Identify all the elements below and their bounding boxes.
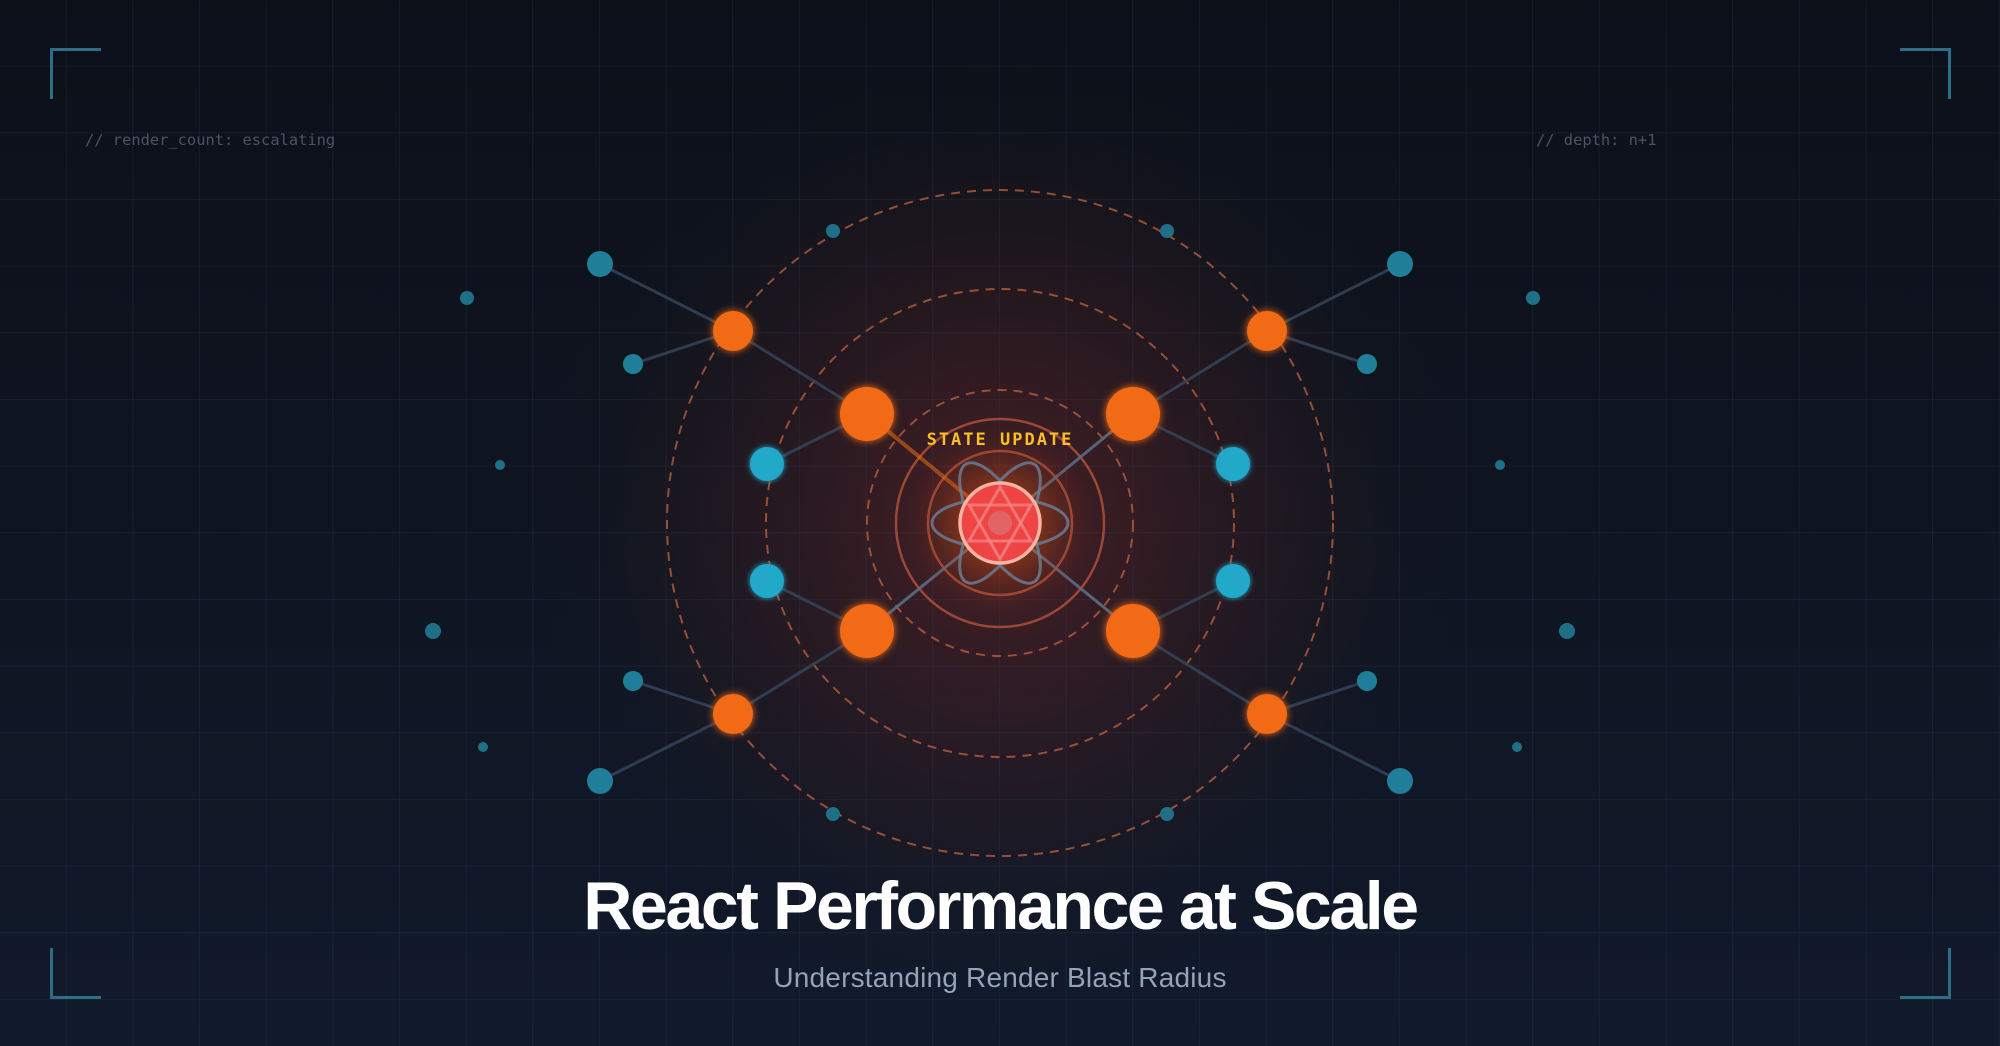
orange-node: [713, 311, 753, 351]
blast-radius-rings: [666, 189, 1334, 857]
orange-node: [713, 694, 753, 734]
orange-node: [840, 387, 894, 441]
blue-node: [1357, 671, 1377, 691]
blue-node: [623, 354, 643, 374]
corner-bracket-top-left: [50, 48, 101, 99]
floating-dots: [425, 224, 1575, 821]
blue-node: [1357, 354, 1377, 374]
code-comment-render-count: // render_count: escalating: [85, 131, 336, 149]
page-title: React Performance at Scale: [583, 868, 1419, 944]
orange-node: [1247, 311, 1287, 351]
page-subtitle: Understanding Render Blast Radius: [773, 962, 1227, 993]
solid-ring-outer: [894, 417, 1106, 629]
blue-node: [587, 768, 613, 794]
orange-node: [1247, 694, 1287, 734]
blue-node: [587, 251, 613, 277]
inner-dashed-ring: [866, 389, 1134, 657]
state-update-core-node: [958, 481, 1042, 565]
blue-node: [1216, 447, 1250, 481]
blue-node: [1387, 768, 1413, 794]
blue-node: [623, 671, 643, 691]
blue-nodes-outer: [587, 251, 1413, 794]
blue-node: [750, 447, 784, 481]
orange-node: [1106, 604, 1160, 658]
blue-node: [1216, 564, 1250, 598]
blue-node: [750, 564, 784, 598]
orange-rerender-nodes: [713, 311, 1287, 734]
blue-nodes-inner: [750, 447, 1250, 598]
middle-dashed-ring: [765, 288, 1235, 758]
orange-node: [1106, 387, 1160, 441]
corner-bracket-top-right: [1900, 48, 1951, 99]
corner-bracket-bottom-left: [50, 948, 101, 999]
orange-node: [840, 604, 894, 658]
code-comment-depth: // depth: n+1: [1536, 131, 1657, 149]
outer-dashed-ring: [666, 189, 1334, 857]
corner-bracket-bottom-right: [1900, 948, 1951, 999]
state-update-label: STATE UPDATE: [927, 430, 1074, 450]
blue-node: [1387, 251, 1413, 277]
